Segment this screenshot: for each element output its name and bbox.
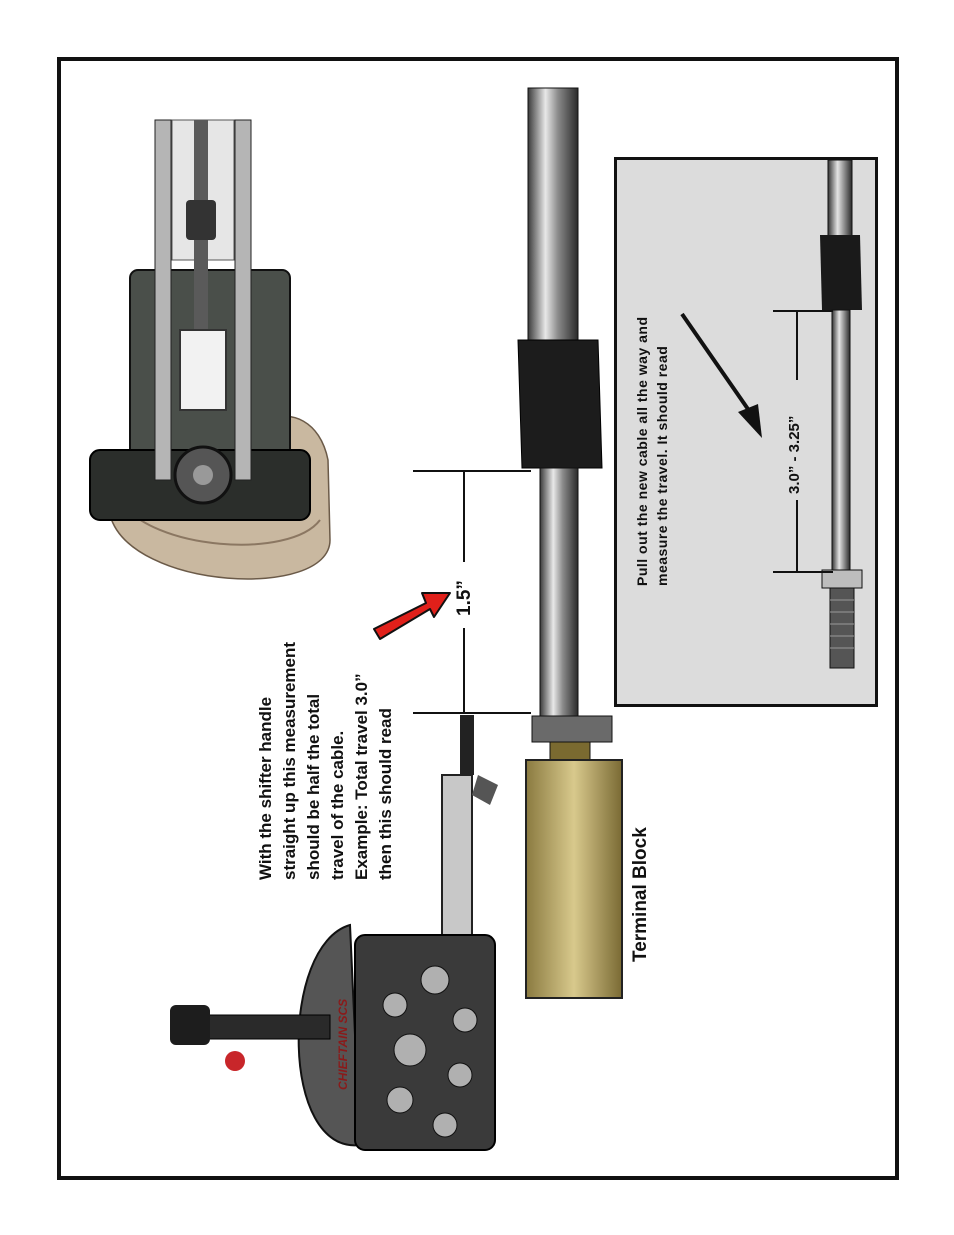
inset-line-lower (796, 500, 798, 571)
measure-line-lower (463, 628, 465, 712)
brand-logo-text: CHIEFTAIN SCS (336, 998, 350, 1090)
inset-line-upper (796, 312, 798, 380)
page-frame (57, 57, 899, 1180)
cable-rod-photo (517, 87, 623, 999)
terminal-block-label: Terminal Block (630, 827, 651, 962)
black-arrow-icon (680, 312, 762, 438)
shifter-side-photo (170, 715, 498, 1151)
inset-cable-photo (820, 159, 863, 669)
half-measurement-label: 1.5” (454, 580, 475, 616)
measure-top-tick (413, 470, 531, 472)
shifter-top-photo (89, 119, 331, 580)
measure-line-upper (463, 472, 465, 562)
inset-instructions: Pull out the new cable all the way and m… (634, 316, 670, 587)
measure-bottom-tick (413, 712, 531, 714)
travel-range-label: 3.0” - 3.25” (786, 415, 803, 494)
inset-bottom-tick (773, 571, 833, 573)
inset-top-tick (773, 310, 833, 312)
red-arrow-icon (373, 592, 451, 640)
